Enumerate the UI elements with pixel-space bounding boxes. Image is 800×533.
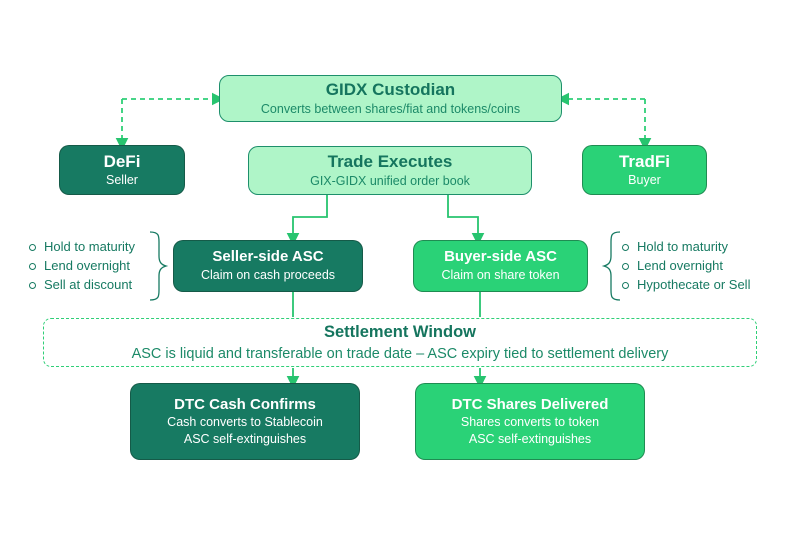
dtc-shares-line2: ASC self-extinguishes: [468, 431, 592, 446]
settlement-window-title: Settlement Window: [323, 323, 477, 342]
list-item: Hold to maturity: [622, 239, 767, 258]
dtc-cash-line1: Cash converts to Stablecoin: [167, 415, 323, 430]
trade-executes-box: Trade Executes GIX-GIDX unified order bo…: [248, 146, 532, 195]
connector-trade-to-seller-asc: [286, 195, 328, 246]
buyer-asc-subtitle: Claim on share token: [441, 268, 560, 283]
list-item-label: Lend overnight: [637, 258, 724, 273]
bullet-circle-icon: [622, 263, 629, 270]
dtc-cash-confirms-box: DTC Cash Confirms Cash converts to Stabl…: [130, 383, 360, 460]
dtc-shares-line1: Shares converts to token: [460, 415, 600, 430]
gidx-custodian-box: GIDX Custodian Converts between shares/f…: [219, 75, 562, 122]
list-item: Sell at discount: [29, 277, 159, 296]
list-item-label: Hold to maturity: [637, 239, 729, 254]
right-curly-brace: [601, 231, 621, 301]
list-item: Hypothecate or Sell: [622, 277, 767, 296]
seller-asc-subtitle: Claim on cash proceeds: [200, 268, 336, 283]
list-item: Lend overnight: [622, 258, 767, 277]
dtc-shares-delivered-box: DTC Shares Delivered Shares converts to …: [415, 383, 645, 460]
seller-side-asc-box: Seller-side ASC Claim on cash proceeds: [173, 240, 363, 292]
list-item-label: Hold to maturity: [44, 239, 136, 254]
buyer-asc-options-list: Hold to maturity Lend overnight Hypothec…: [622, 239, 767, 296]
defi-title: DeFi: [103, 152, 141, 172]
tradfi-subtitle: Buyer: [628, 173, 661, 188]
defi-seller-box: DeFi Seller: [59, 145, 185, 195]
buyer-side-asc-box: Buyer-side ASC Claim on share token: [413, 240, 588, 292]
dtc-cash-line2: ASC self-extinguishes: [183, 431, 307, 446]
list-item-label: Sell at discount: [44, 277, 133, 292]
bullet-circle-icon: [622, 244, 629, 251]
bullet-circle-icon: [29, 244, 36, 251]
tradfi-title: TradFi: [618, 152, 670, 172]
defi-subtitle: Seller: [106, 173, 138, 188]
bullet-circle-icon: [29, 263, 36, 270]
seller-asc-title: Seller-side ASC: [212, 248, 324, 266]
trade-executes-title: Trade Executes: [327, 152, 453, 172]
connector-trade-to-buyer-asc: [447, 195, 485, 246]
buyer-asc-title: Buyer-side ASC: [444, 248, 557, 266]
dtc-shares-title: DTC Shares Delivered: [451, 395, 609, 413]
trade-executes-subtitle: GIX-GIDX unified order book: [310, 174, 470, 189]
bullet-circle-icon: [622, 282, 629, 289]
seller-asc-options-list: Hold to maturity Lend overnight Sell at …: [29, 239, 159, 296]
list-item: Hold to maturity: [29, 239, 159, 258]
list-item: Lend overnight: [29, 258, 159, 277]
settlement-window-subtitle: ASC is liquid and transferable on trade …: [131, 345, 669, 362]
gidx-custodian-subtitle: Converts between shares/fiat and tokens/…: [260, 102, 521, 117]
bullet-circle-icon: [29, 282, 36, 289]
gidx-custodian-title: GIDX Custodian: [325, 80, 456, 100]
settlement-window-box: Settlement Window ASC is liquid and tran…: [43, 318, 757, 367]
tradfi-buyer-box: TradFi Buyer: [582, 145, 707, 195]
list-item-label: Hypothecate or Sell: [637, 277, 751, 292]
list-item-label: Lend overnight: [44, 258, 131, 273]
dtc-cash-title: DTC Cash Confirms: [174, 395, 316, 413]
